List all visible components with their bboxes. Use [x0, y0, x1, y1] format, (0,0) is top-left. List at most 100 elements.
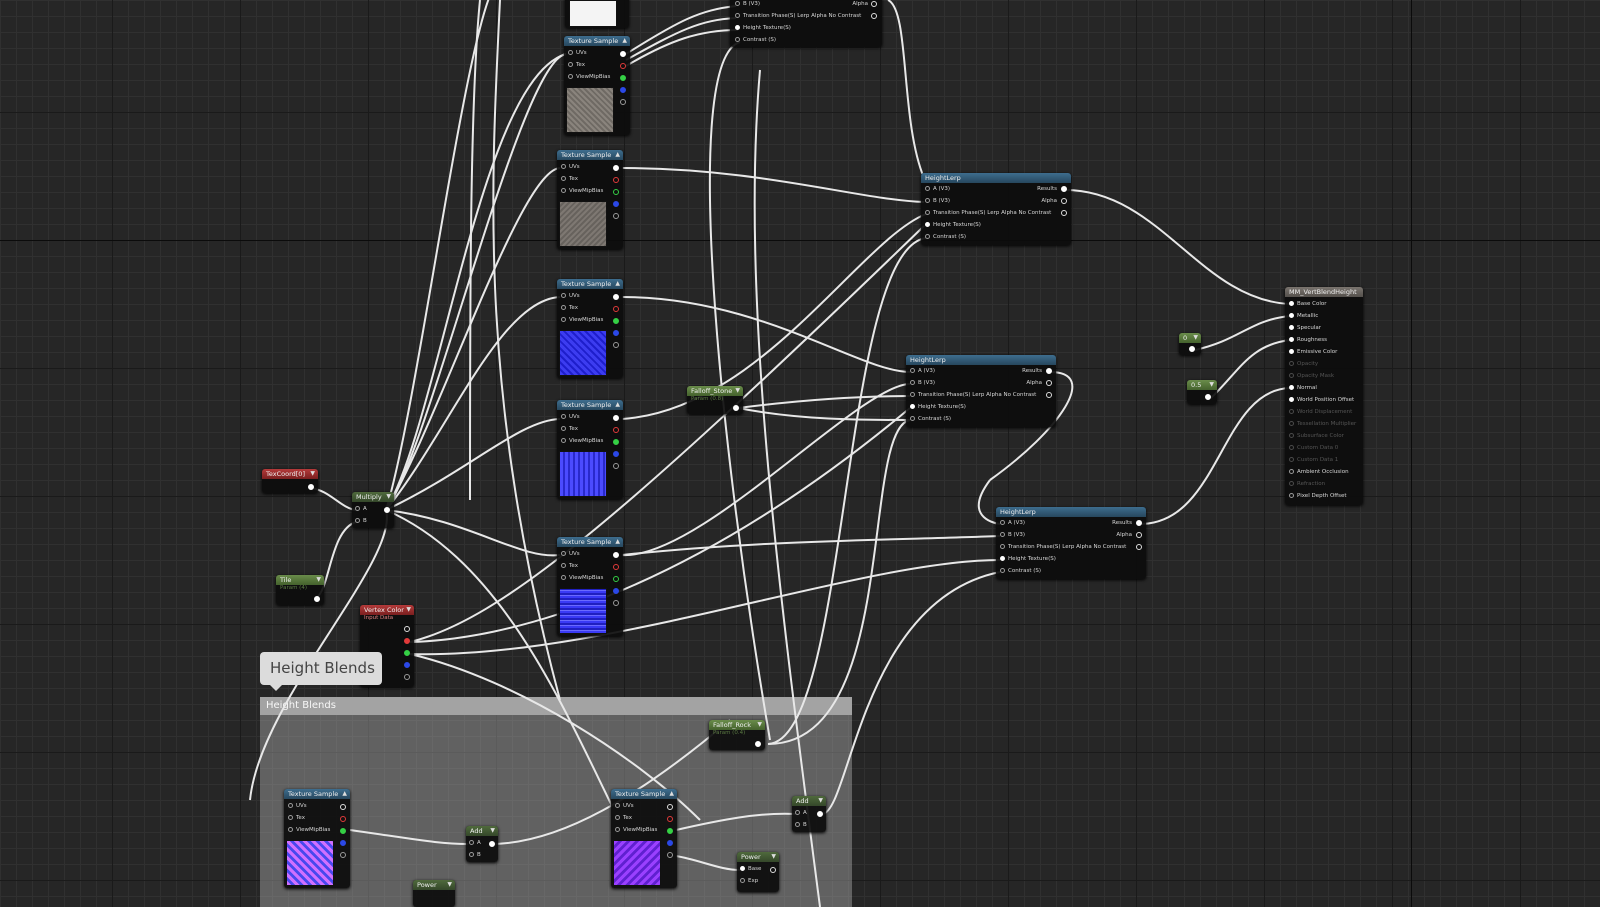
pin-a[interactable]: A [355, 505, 367, 513]
out-pin[interactable] [489, 841, 495, 847]
height-lerp-node-2[interactable]: HeightLerp A (V3) B (V3) Transition Phas… [906, 355, 1056, 427]
out-g[interactable] [613, 189, 619, 195]
material-pin-world-displacement[interactable]: World Displacement [1289, 408, 1352, 416]
pin-tex[interactable]: Tex [561, 175, 578, 183]
material-pin-metallic[interactable]: Metallic [1289, 312, 1318, 320]
out-a[interactable] [613, 463, 619, 469]
pin-b[interactable]: B [355, 517, 367, 525]
out-rgb[interactable] [613, 552, 619, 558]
pin-b[interactable]: B (V3) [735, 0, 760, 8]
out-r[interactable] [613, 427, 619, 433]
pin-tex[interactable]: Tex [288, 814, 305, 822]
out-a[interactable] [404, 674, 410, 680]
falloff-stone-node[interactable]: Falloff_Stone▼ Param (0.8) [687, 386, 743, 414]
constant-half-node[interactable]: 0.5▼ [1187, 380, 1217, 404]
out-a[interactable] [613, 342, 619, 348]
out-rgb[interactable] [404, 626, 410, 632]
height-lerp-node-3[interactable]: HeightLerp A (V3) B (V3) Transition Phas… [996, 507, 1146, 579]
out-pin[interactable] [755, 741, 761, 747]
pin-height-texture[interactable]: Height Texture(S) [925, 221, 981, 229]
material-pin-custom-data-0[interactable]: Custom Data 0 [1289, 444, 1338, 452]
pin-viewmipbias[interactable]: ViewMipBias [288, 826, 330, 834]
material-pin-pixel-depth-offset[interactable]: Pixel Depth Offset [1289, 492, 1347, 500]
pin-b[interactable]: B (V3) [925, 197, 950, 205]
out-rgb[interactable] [620, 51, 626, 57]
pin-transition[interactable]: Transition Phase(S) Lerp Alpha No Contra… [735, 12, 861, 20]
pin-a[interactable]: A (V3) [910, 367, 935, 375]
pin-tex[interactable]: Tex [568, 61, 585, 69]
material-pin-specular[interactable]: Specular [1289, 324, 1321, 332]
out-alpha-pin[interactable] [1061, 198, 1067, 204]
out-rgb[interactable] [613, 294, 619, 300]
out-g[interactable] [620, 75, 626, 81]
texture-sample-node-6[interactable]: Texture Sample▲ UVs Tex ViewMipBias [284, 789, 350, 888]
texture-sample-node-0[interactable] [565, 0, 629, 28]
out-a[interactable] [667, 852, 673, 858]
multiply-node[interactable]: Multiply▼ A B [352, 492, 394, 528]
pin-base[interactable]: Base [740, 865, 761, 873]
out-g[interactable] [613, 576, 619, 582]
material-pin-emissive-color[interactable]: Emissive Color [1289, 348, 1337, 356]
texture-sample-node-7[interactable]: Texture Sample▲ UVs Tex ViewMipBias [611, 789, 677, 888]
out-r[interactable] [620, 63, 626, 69]
pin-b[interactable]: B [469, 851, 481, 859]
pin-viewmipbias[interactable]: ViewMipBias [568, 73, 610, 81]
out-a[interactable] [340, 852, 346, 858]
pin-transition[interactable]: Transition Phase(S) Lerp Alpha No Contra… [910, 391, 1036, 399]
out-alpha-pin[interactable] [1136, 532, 1142, 538]
out-b[interactable] [613, 330, 619, 336]
pin-tex[interactable]: Tex [561, 562, 578, 570]
out-rgb[interactable] [613, 165, 619, 171]
out-g[interactable] [613, 439, 619, 445]
height-lerp-node-1[interactable]: HeightLerp A (V3) B (V3) Transition Phas… [921, 173, 1071, 245]
material-pin-normal[interactable]: Normal [1289, 384, 1317, 392]
out-b[interactable] [667, 840, 673, 846]
material-pin-ambient-occlusion[interactable]: Ambient Occlusion [1289, 468, 1349, 476]
out-pin[interactable] [1189, 346, 1195, 352]
material-pin-custom-data-1[interactable]: Custom Data 1 [1289, 456, 1338, 464]
out-b[interactable] [613, 451, 619, 457]
material-pin-base-color[interactable]: Base Color [1289, 300, 1327, 308]
out-r[interactable] [404, 638, 410, 644]
out-pin[interactable] [314, 596, 320, 602]
pin-uvs[interactable]: UVs [568, 49, 587, 57]
material-pin-opacity-mask[interactable]: Opacity Mask [1289, 372, 1334, 380]
out-r[interactable] [667, 816, 673, 822]
out-r[interactable] [340, 816, 346, 822]
out-g[interactable] [613, 318, 619, 324]
texture-sample-node-3[interactable]: Texture Sample▲ UVs Tex ViewMipBias [557, 279, 623, 378]
material-pin-roughness[interactable]: Roughness [1289, 336, 1327, 344]
out-b[interactable] [620, 87, 626, 93]
pin-tex[interactable]: Tex [615, 814, 632, 822]
material-pin-subsurface-color[interactable]: Subsurface Color [1289, 432, 1344, 440]
pin-height-texture[interactable]: Height Texture(S) [910, 403, 966, 411]
comment-box-title[interactable]: Height Blends [260, 697, 852, 715]
pin-uvs[interactable]: UVs [561, 163, 580, 171]
pin-uvs[interactable]: UVs [561, 413, 580, 421]
pin-uvs[interactable]: UVs [561, 292, 580, 300]
pin-height-texture[interactable]: Height Texture(S) [1000, 555, 1056, 563]
texture-sample-node-1[interactable]: Texture Sample▲ UVs Tex ViewMipBias [564, 36, 630, 135]
out-b[interactable] [404, 662, 410, 668]
pin-viewmipbias[interactable]: ViewMipBias [615, 826, 657, 834]
out-rgb[interactable] [340, 804, 346, 810]
pin-contrast[interactable]: Contrast (S) [910, 415, 951, 423]
pin-uvs[interactable]: UVs [288, 802, 307, 810]
out-pin[interactable] [770, 867, 776, 873]
pin-contrast[interactable]: Contrast (S) [1000, 567, 1041, 575]
pin-tex[interactable]: Tex [561, 425, 578, 433]
material-pin-refraction[interactable]: Refraction [1289, 480, 1325, 488]
pin-uvs[interactable]: UVs [615, 802, 634, 810]
constant-zero-node[interactable]: 0▼ [1179, 333, 1201, 355]
pin-contrast[interactable]: Contrast (S) [925, 233, 966, 241]
out-a[interactable] [613, 213, 619, 219]
material-pin-tessellation-multiplier[interactable]: Tessellation Multiplier [1289, 420, 1356, 428]
out-transition-pin[interactable] [1046, 392, 1052, 398]
texture-sample-node-2[interactable]: Texture Sample▲ UVs Tex ViewMipBias [557, 150, 623, 249]
out-pin[interactable] [871, 13, 877, 19]
texture-sample-node-4[interactable]: Texture Sample▲ UVs Tex ViewMipBias [557, 400, 623, 499]
power-node-1[interactable]: Power▼ Base Exp [737, 852, 779, 892]
pin-a[interactable]: A [795, 809, 807, 817]
out-b[interactable] [613, 588, 619, 594]
